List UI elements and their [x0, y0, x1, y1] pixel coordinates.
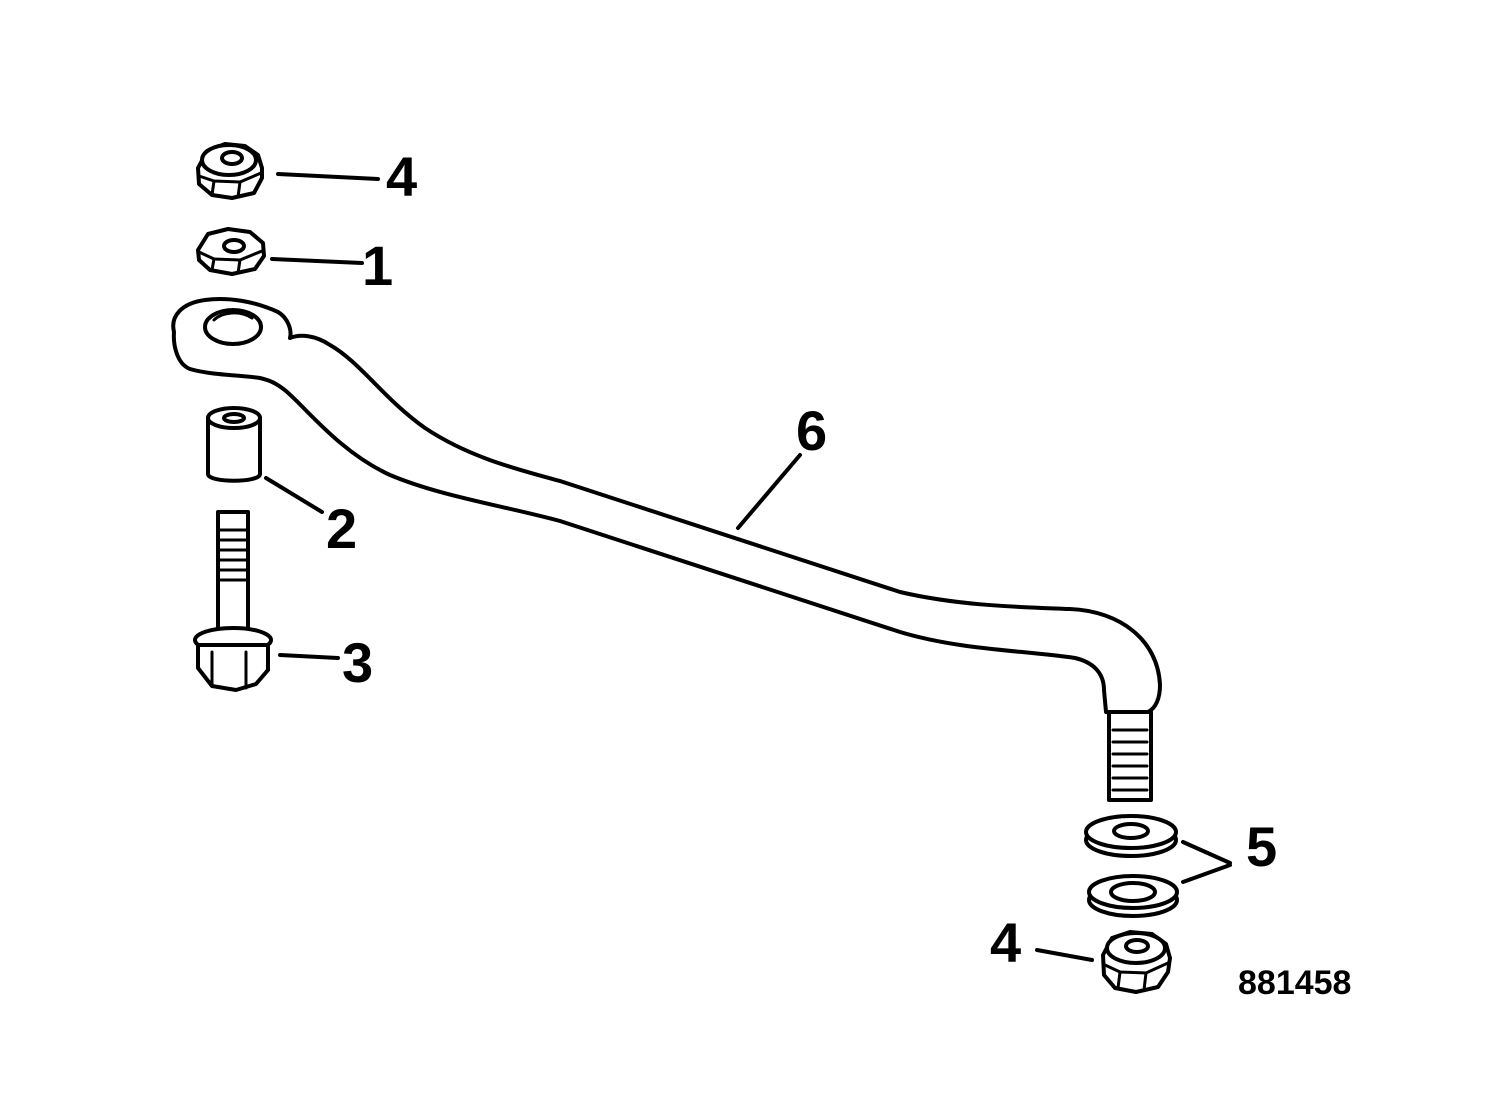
lock-nut-bottom: [1101, 930, 1172, 994]
callout-washers: 5: [1246, 815, 1277, 878]
lock-nut-top: [196, 142, 264, 200]
callout-nut-bottom: 4: [990, 911, 1021, 974]
figure-id: 881458: [1238, 964, 1351, 1002]
callout-hex-nut: 1: [362, 234, 393, 297]
flange-bolt: [193, 510, 273, 692]
spacer: [206, 406, 262, 483]
hex-nut: [196, 227, 266, 276]
link-rod: [171, 297, 1162, 802]
callout-bolt: 3: [342, 631, 373, 694]
leader-lines: [264, 172, 1232, 962]
callout-spacer: 2: [326, 497, 357, 560]
callout-nut-top: 4: [386, 145, 417, 208]
washers: [1084, 814, 1179, 918]
callout-link-rod: 6: [796, 399, 827, 462]
